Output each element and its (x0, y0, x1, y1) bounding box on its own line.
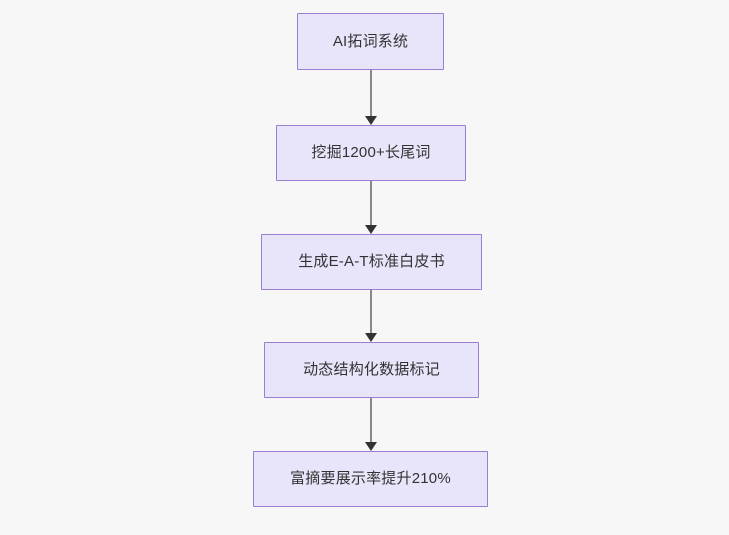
connector-node1-node2 (364, 70, 378, 125)
connector-line (370, 70, 372, 116)
flowchart-node-label: 生成E-A-T标准白皮书 (298, 253, 445, 270)
flowchart-node-longtail-keywords[interactable]: 挖掘1200+长尾词 (276, 125, 466, 181)
connector-node2-node3 (364, 181, 378, 234)
flowchart-node-ai-keyword-system[interactable]: AI拓词系统 (297, 13, 444, 70)
arrowhead-icon (365, 333, 377, 342)
connector-line (370, 181, 372, 225)
flowchart-node-label: 动态结构化数据标记 (303, 361, 440, 378)
arrowhead-icon (365, 116, 377, 125)
connector-node3-node4 (364, 290, 378, 342)
connector-line (370, 290, 372, 333)
arrowhead-icon (365, 442, 377, 451)
flowchart-node-label: AI拓词系统 (332, 32, 409, 50)
flowchart-node-structured-data-markup[interactable]: 动态结构化数据标记 (264, 342, 479, 398)
flowchart-node-label: 挖掘1200+长尾词 (311, 144, 431, 161)
flowchart-node-rich-snippet-result[interactable]: 富摘要展示率提升210% (253, 451, 488, 507)
arrowhead-icon (365, 225, 377, 234)
connector-line (370, 398, 372, 442)
flowchart-node-label: 富摘要展示率提升210% (290, 470, 451, 487)
connector-node4-node5 (364, 398, 378, 451)
flowchart-node-eat-whitepaper[interactable]: 生成E-A-T标准白皮书 (261, 234, 482, 290)
